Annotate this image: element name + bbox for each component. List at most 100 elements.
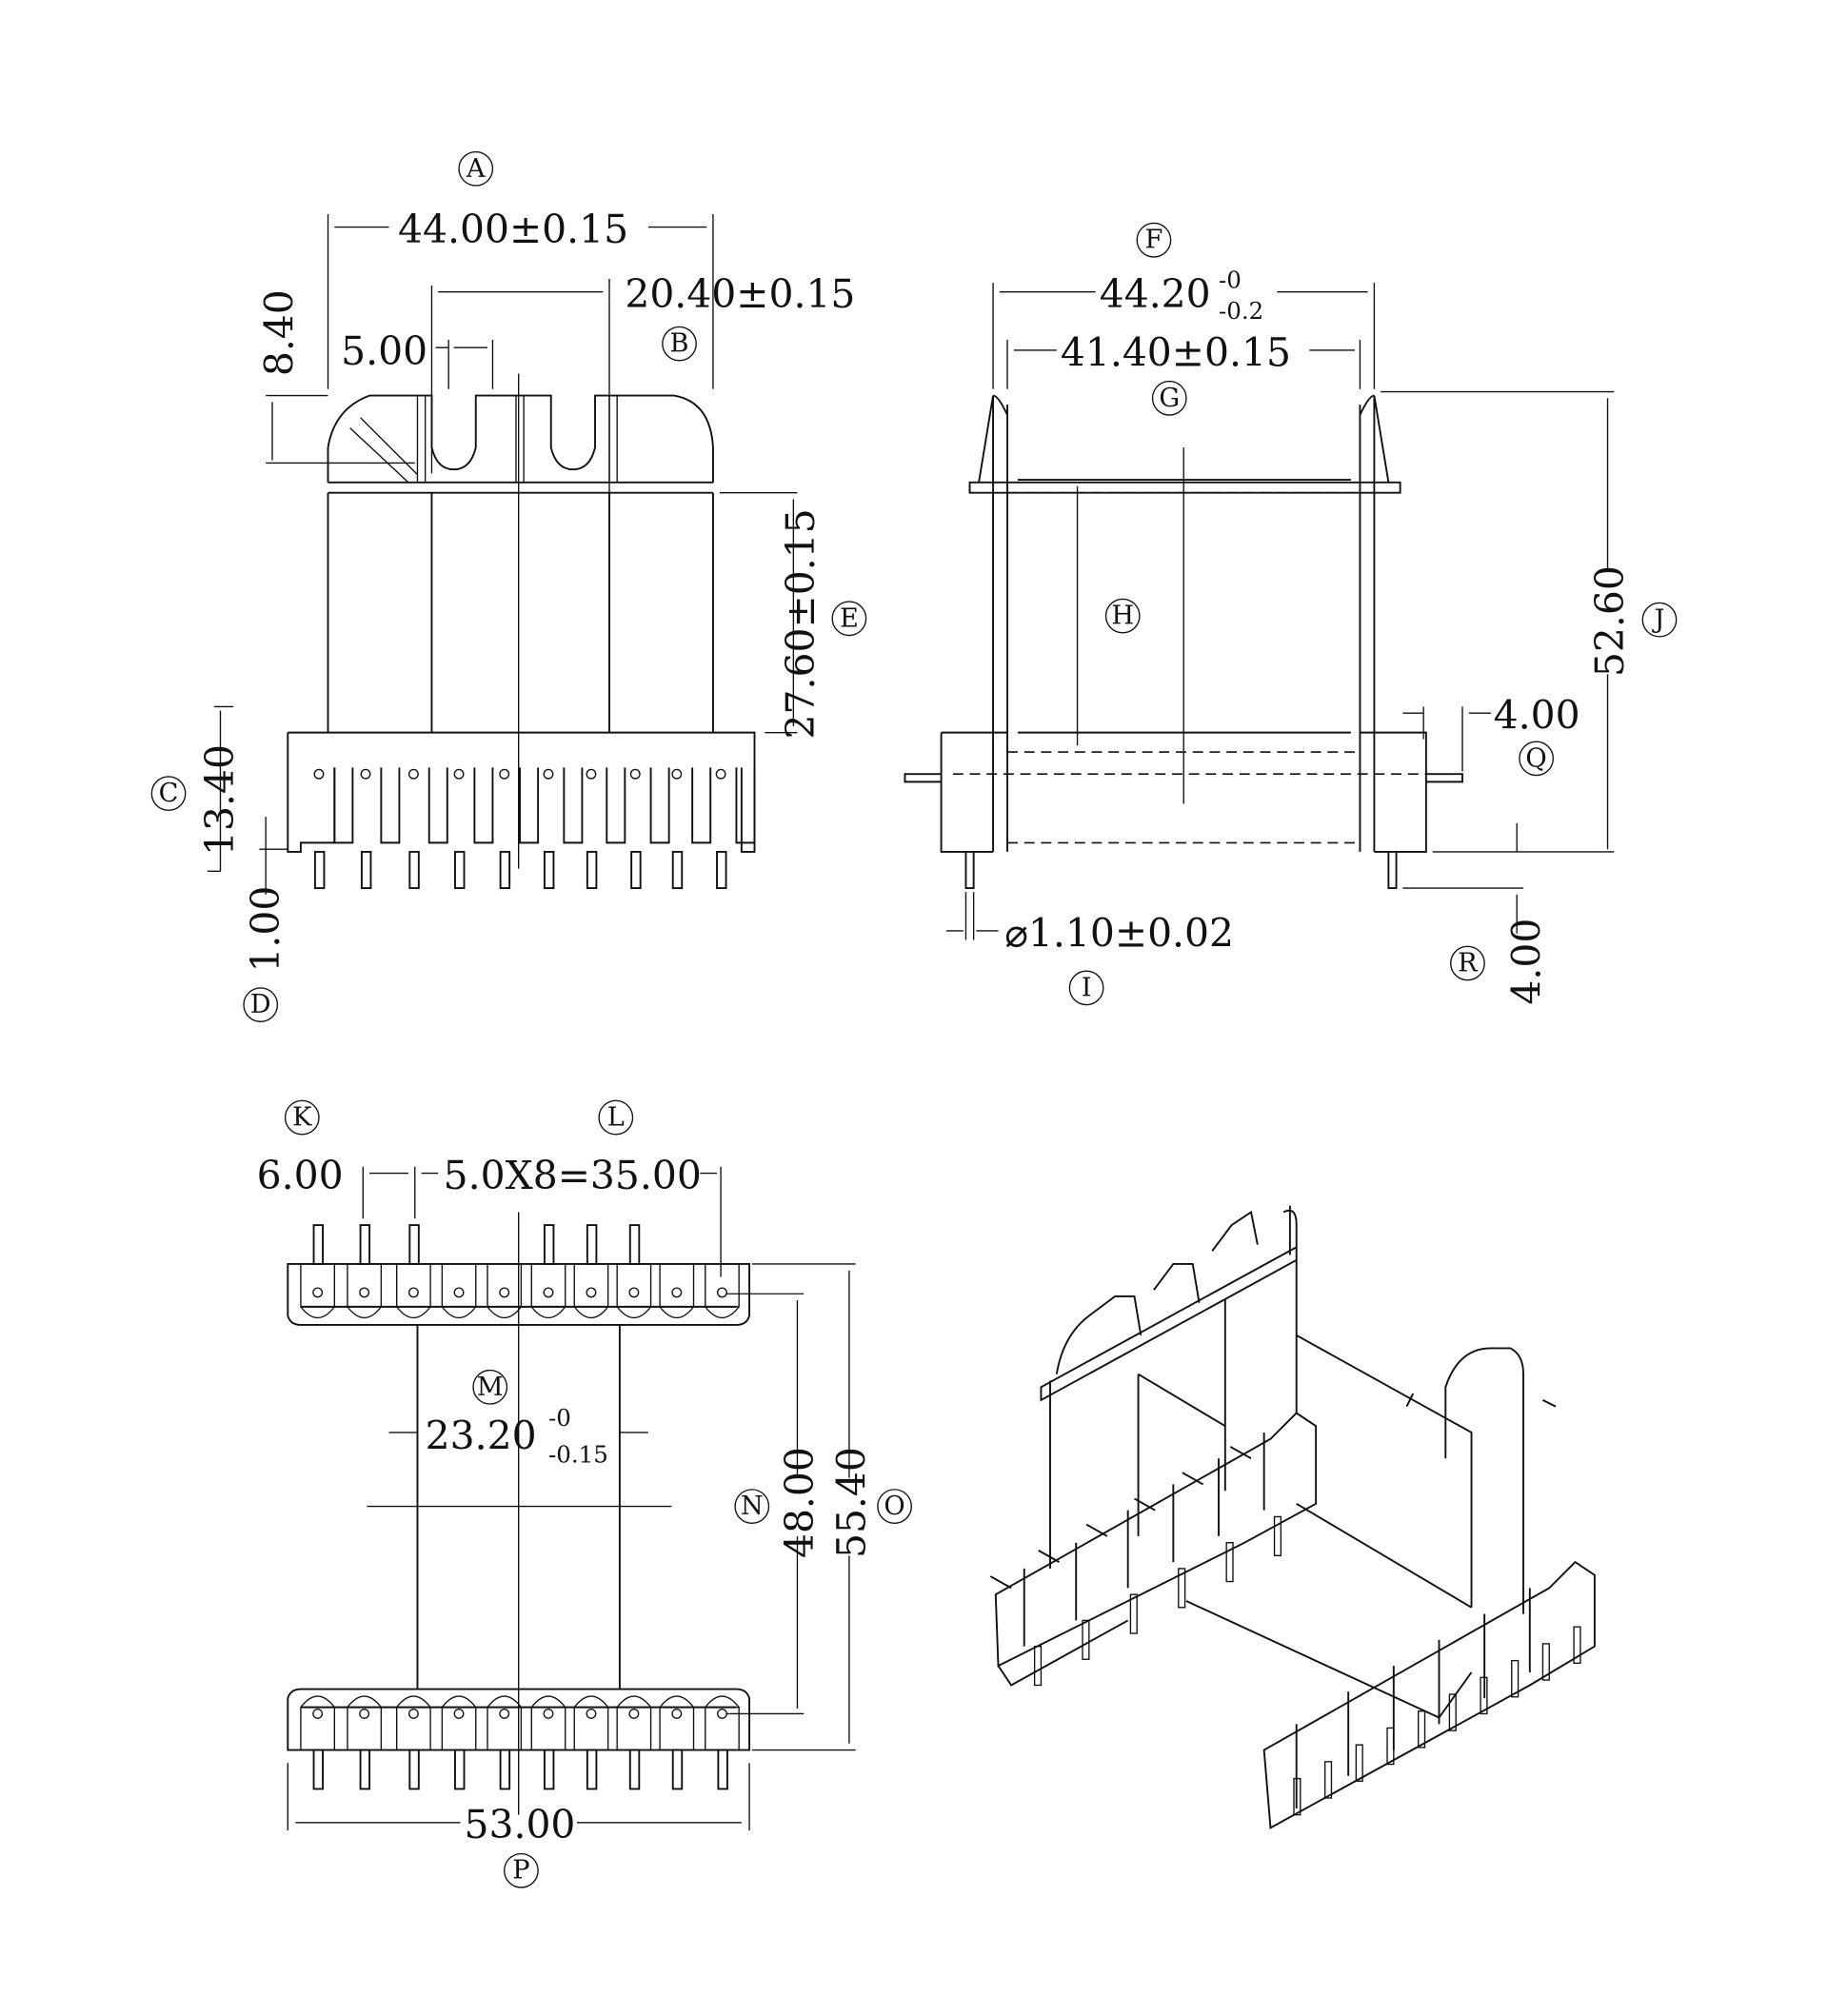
front-pin-slot bbox=[333, 767, 354, 844]
iso-pin-horizontal bbox=[1038, 1550, 1060, 1563]
front-pin-hole bbox=[313, 768, 325, 780]
dim-R-value: 4.00 bbox=[1504, 919, 1550, 1005]
bottom-bottom-slot bbox=[347, 1706, 383, 1751]
bottom-top-slot bbox=[395, 1263, 431, 1308]
svg-text:I: I bbox=[1082, 973, 1092, 1002]
bottom-bottom-pin bbox=[628, 1749, 641, 1790]
bottom-bottom-pin bbox=[499, 1749, 511, 1790]
bottom-bottom-pin bbox=[454, 1749, 466, 1790]
bottom-bottom-slot-arc bbox=[573, 1695, 609, 1709]
bottom-bottom-slot bbox=[487, 1706, 523, 1751]
dim-L-value: 5.0X8=35.00 bbox=[444, 1153, 702, 1198]
dim-G-value: 41.40±0.15 bbox=[1061, 329, 1291, 375]
bottom-top-pin-hole bbox=[499, 1287, 510, 1298]
svg-text:L: L bbox=[607, 1103, 625, 1133]
dim-F-tol-lower: -0.2 bbox=[1219, 297, 1263, 325]
front-pin bbox=[543, 850, 555, 889]
front-pin-slot bbox=[691, 767, 712, 844]
front-pin-slot bbox=[519, 767, 540, 844]
iso-pin bbox=[1082, 1619, 1090, 1660]
svg-text:H: H bbox=[1111, 602, 1134, 631]
iso-pin-horizontal bbox=[989, 1575, 1012, 1590]
dim-flange-height-value: 8.40 bbox=[257, 289, 303, 376]
bubble-L: L bbox=[598, 1099, 634, 1136]
bottom-top-slot-arc bbox=[347, 1306, 382, 1319]
dim-B-value: 20.40±0.15 bbox=[625, 271, 855, 317]
bottom-top-pin bbox=[408, 1224, 420, 1265]
svg-text:F: F bbox=[1144, 226, 1162, 255]
bottom-top-slot bbox=[659, 1263, 695, 1308]
bottom-top-slot-arc bbox=[530, 1306, 566, 1319]
iso-pin bbox=[1386, 1727, 1395, 1766]
iso-pin bbox=[1225, 1542, 1234, 1583]
bottom-top-pin-row bbox=[300, 1224, 740, 1319]
front-pin-slot bbox=[735, 767, 756, 844]
bottom-bottom-pin-row bbox=[300, 1695, 740, 1790]
bottom-bottom-slot bbox=[530, 1706, 566, 1751]
front-pin bbox=[630, 850, 642, 889]
bottom-top-slot bbox=[300, 1263, 335, 1308]
bubble-R: R bbox=[1450, 945, 1485, 981]
bottom-bottom-slot bbox=[395, 1706, 431, 1751]
bottom-bottom-slot-arc bbox=[530, 1695, 566, 1709]
bottom-top-pin-hole bbox=[312, 1287, 324, 1298]
bottom-top-slot bbox=[616, 1263, 652, 1308]
front-pin-slot bbox=[427, 767, 448, 844]
bubble-N: N bbox=[734, 1489, 770, 1524]
dim-C-value: 13.40 bbox=[197, 744, 243, 856]
bottom-top-pin bbox=[359, 1224, 371, 1265]
svg-text:J: J bbox=[1652, 605, 1665, 635]
iso-pin bbox=[1293, 1777, 1301, 1816]
bottom-bottom-slot-arc bbox=[347, 1695, 382, 1709]
dim-F-value: 44.20 bbox=[1100, 271, 1211, 317]
bubble-D: D bbox=[243, 987, 279, 1022]
dim-F-tol-upper: -0 bbox=[1219, 267, 1242, 294]
bottom-bottom-slot bbox=[616, 1706, 652, 1751]
dim-D-value: 1.00 bbox=[243, 886, 288, 973]
bottom-top-slot bbox=[573, 1263, 609, 1308]
front-pin-hole bbox=[715, 768, 726, 780]
bubble-E: E bbox=[831, 601, 867, 637]
dim-E-value: 27.60±0.15 bbox=[778, 508, 824, 739]
front-pin-hole bbox=[360, 768, 371, 780]
bottom-bottom-slot-arc bbox=[396, 1695, 431, 1709]
bottom-bottom-pin bbox=[717, 1749, 728, 1790]
iso-pin bbox=[1480, 1676, 1488, 1715]
side-hidden-lines bbox=[952, 491, 1426, 844]
bottom-top-slot bbox=[705, 1263, 740, 1308]
front-pin bbox=[499, 850, 511, 889]
svg-text:N: N bbox=[741, 1492, 764, 1521]
bottom-bottom-pin-hole bbox=[499, 1709, 510, 1719]
front-flange-outline bbox=[327, 481, 714, 733]
front-pin-slot bbox=[606, 767, 626, 844]
front-pin-hole bbox=[586, 768, 597, 780]
front-pin-hole bbox=[629, 768, 641, 780]
bottom-bottom-pin-hole bbox=[453, 1709, 465, 1719]
bottom-bottom-pin bbox=[408, 1749, 420, 1790]
dim-I-value: ⌀1.10±0.02 bbox=[1004, 910, 1234, 956]
bottom-bottom-slot-arc bbox=[705, 1695, 740, 1709]
bottom-top-slot-arc bbox=[441, 1306, 477, 1319]
bottom-bottom-slot bbox=[300, 1706, 335, 1751]
bubble-B: B bbox=[662, 326, 697, 362]
bubble-M: M bbox=[472, 1369, 508, 1405]
front-pin-row bbox=[313, 767, 756, 889]
bottom-bottom-slot-arc bbox=[300, 1695, 335, 1709]
bubble-F: F bbox=[1136, 222, 1172, 258]
bottom-top-slot bbox=[487, 1263, 523, 1308]
iso-pin-horizontal bbox=[1182, 1472, 1204, 1486]
iso-core bbox=[1138, 1334, 1473, 1719]
bottom-bottom-slot bbox=[441, 1706, 477, 1751]
svg-text:G: G bbox=[1159, 384, 1180, 413]
bottom-centerlines bbox=[367, 1212, 672, 1815]
bottom-bottom-pin-hole bbox=[671, 1709, 683, 1719]
dim-K-value: 6.00 bbox=[257, 1153, 344, 1198]
bottom-bottom-pin-hole bbox=[586, 1709, 597, 1719]
bubble-C: C bbox=[150, 776, 187, 812]
iso-pin bbox=[1418, 1710, 1426, 1749]
bubble-P: P bbox=[504, 1852, 539, 1888]
front-pin-hole bbox=[499, 768, 510, 780]
svg-text:P: P bbox=[512, 1856, 529, 1886]
bottom-bottom-slot-arc bbox=[616, 1695, 652, 1709]
front-base bbox=[287, 731, 756, 853]
